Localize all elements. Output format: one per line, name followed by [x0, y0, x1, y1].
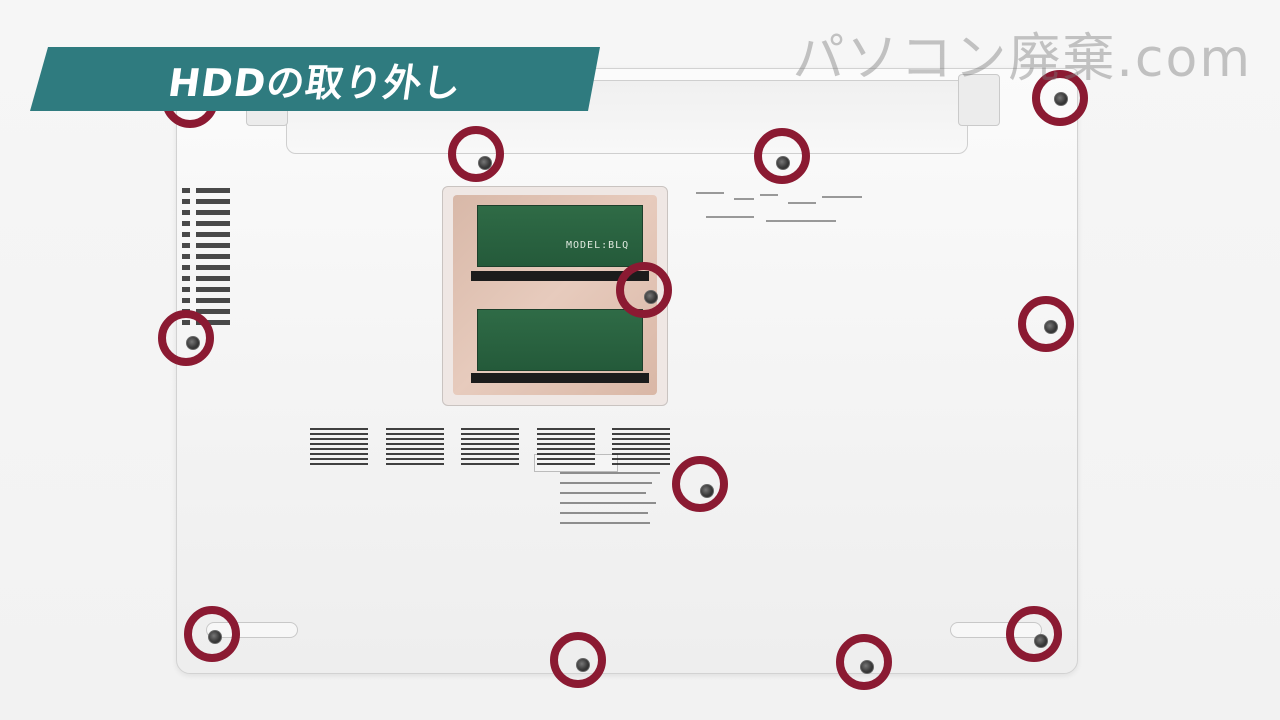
screw-ring-top-center-left [448, 126, 504, 182]
screw-ring-bottom-center-right [836, 634, 892, 690]
screw-ring-bottom-center-left [550, 632, 606, 688]
right-hinge [958, 74, 1000, 126]
title-banner: HDDの取り外し [30, 47, 600, 111]
screw-ring-bottom-right [1006, 606, 1062, 662]
regulatory-labels [696, 188, 866, 234]
screw-ring-top-center-right [754, 128, 810, 184]
bottom-vents [310, 428, 670, 468]
vent-grille-1 [310, 428, 368, 468]
ram-module-bottom [477, 309, 643, 472]
ram-module-top: MODEL:BLQ [477, 205, 643, 267]
screw-ring-bottom-left [184, 606, 240, 662]
vent-grille-3 [461, 428, 519, 468]
watermark-text: パソコン廃棄.com [792, 29, 1252, 89]
ram-slot-top [471, 271, 649, 281]
vent-grille-5 [612, 428, 670, 468]
screw-ring-right-middle [1018, 296, 1074, 352]
vent-grille-2 [385, 428, 444, 468]
vent-grille-4 [536, 428, 595, 468]
screw-ring-top-right [1032, 70, 1088, 126]
page-title: HDDの取り外し [164, 60, 465, 105]
ram-slot-bottom [471, 373, 649, 383]
screw-ring-center-lower [672, 456, 728, 512]
screw-ring-memory-center [616, 262, 672, 318]
screw-ring-left-middle [158, 310, 214, 366]
warning-text-block [560, 472, 670, 542]
ram-label: MODEL:BLQ [566, 240, 630, 251]
